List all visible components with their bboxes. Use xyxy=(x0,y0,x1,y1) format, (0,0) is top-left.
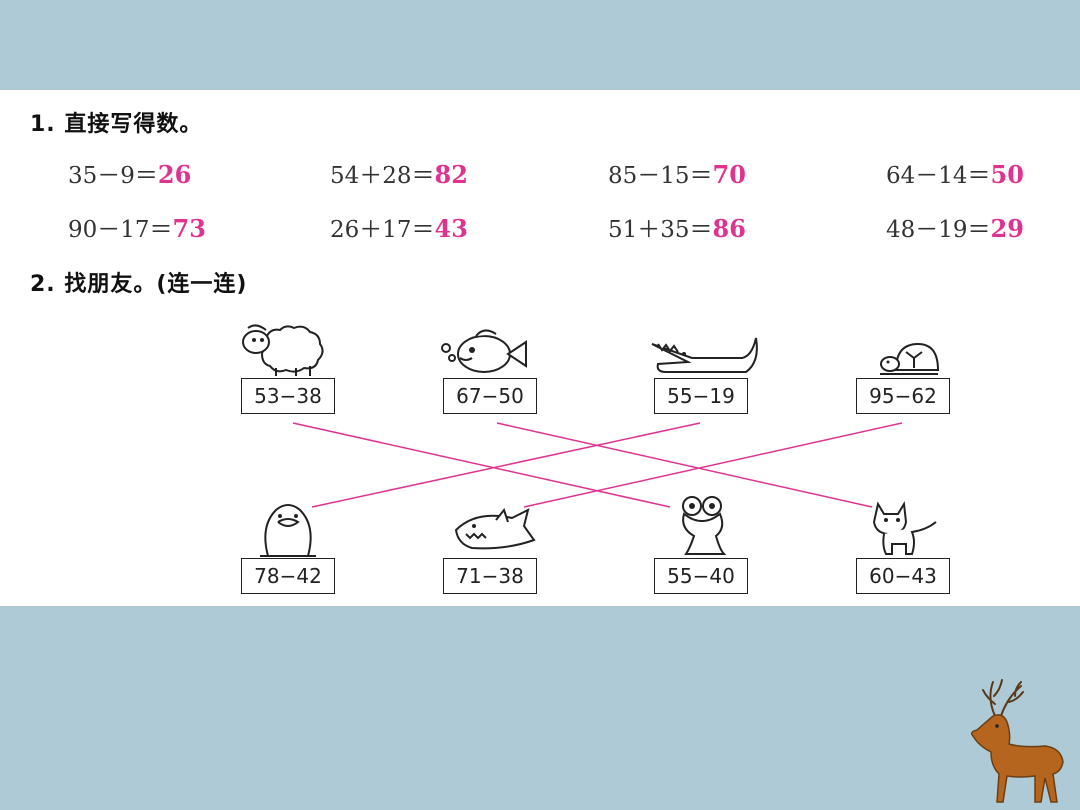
expression: 48－19＝ xyxy=(886,217,991,243)
sheep-icon xyxy=(242,324,324,376)
answer: 86 xyxy=(712,214,746,243)
worksheet: 1. 直接写得数。 35－9＝26 54＋28＝82 85－15＝70 64－1… xyxy=(0,90,1080,606)
shark-icon xyxy=(454,508,536,550)
expression: 64－14＝ xyxy=(886,163,991,189)
answer: 50 xyxy=(990,160,1024,189)
equation: 90－17＝73 xyxy=(68,210,206,244)
equation: 26＋17＝43 xyxy=(330,210,468,244)
expression-card-top[interactable]: 67−50 xyxy=(443,378,537,414)
deer-icon xyxy=(970,679,1064,803)
penguin-icon xyxy=(260,504,316,557)
turtle-icon xyxy=(880,342,940,375)
expression: 35－9＝ xyxy=(68,163,158,189)
answer: 70 xyxy=(712,160,746,189)
expression-card-bottom[interactable]: 60−43 xyxy=(856,558,950,594)
expression-card-top[interactable]: 55−19 xyxy=(654,378,748,414)
expression-card-top[interactable]: 95−62 xyxy=(856,378,950,414)
expression: 51＋35＝ xyxy=(608,217,713,243)
answer: 43 xyxy=(434,214,468,243)
expression: 26＋17＝ xyxy=(330,217,435,243)
fish-icon xyxy=(441,329,527,373)
expression: 90－17＝ xyxy=(68,217,173,243)
connection-line xyxy=(292,422,671,508)
expression: 54＋28＝ xyxy=(330,163,435,189)
equation: 54＋28＝82 xyxy=(330,156,468,190)
connection-line xyxy=(311,422,701,508)
equation: 51＋35＝86 xyxy=(608,210,746,244)
equation: 64－14＝50 xyxy=(886,156,1024,190)
question-1-title: 1. 直接写得数。 xyxy=(30,112,203,137)
expression-card-top[interactable]: 53−38 xyxy=(241,378,335,414)
crocodile-icon xyxy=(651,337,758,373)
bottom-band xyxy=(0,606,1080,810)
expression-card-bottom[interactable]: 78−42 xyxy=(241,558,335,594)
question-2-title: 2. 找朋友。(连一连) xyxy=(30,272,248,297)
expression-card-bottom[interactable]: 71−38 xyxy=(443,558,537,594)
top-band xyxy=(0,0,1080,90)
answer: 29 xyxy=(990,214,1024,243)
answer: 73 xyxy=(172,214,206,243)
expression-card-bottom[interactable]: 55−40 xyxy=(654,558,748,594)
frog-icon xyxy=(682,496,727,555)
equation: 85－15＝70 xyxy=(608,156,746,190)
cat-icon xyxy=(872,500,937,555)
answer: 82 xyxy=(434,160,468,189)
answer: 26 xyxy=(157,160,192,189)
equation: 48－19＝29 xyxy=(886,210,1024,244)
equation: 35－9＝26 xyxy=(68,156,191,190)
expression: 85－15＝ xyxy=(608,163,713,189)
